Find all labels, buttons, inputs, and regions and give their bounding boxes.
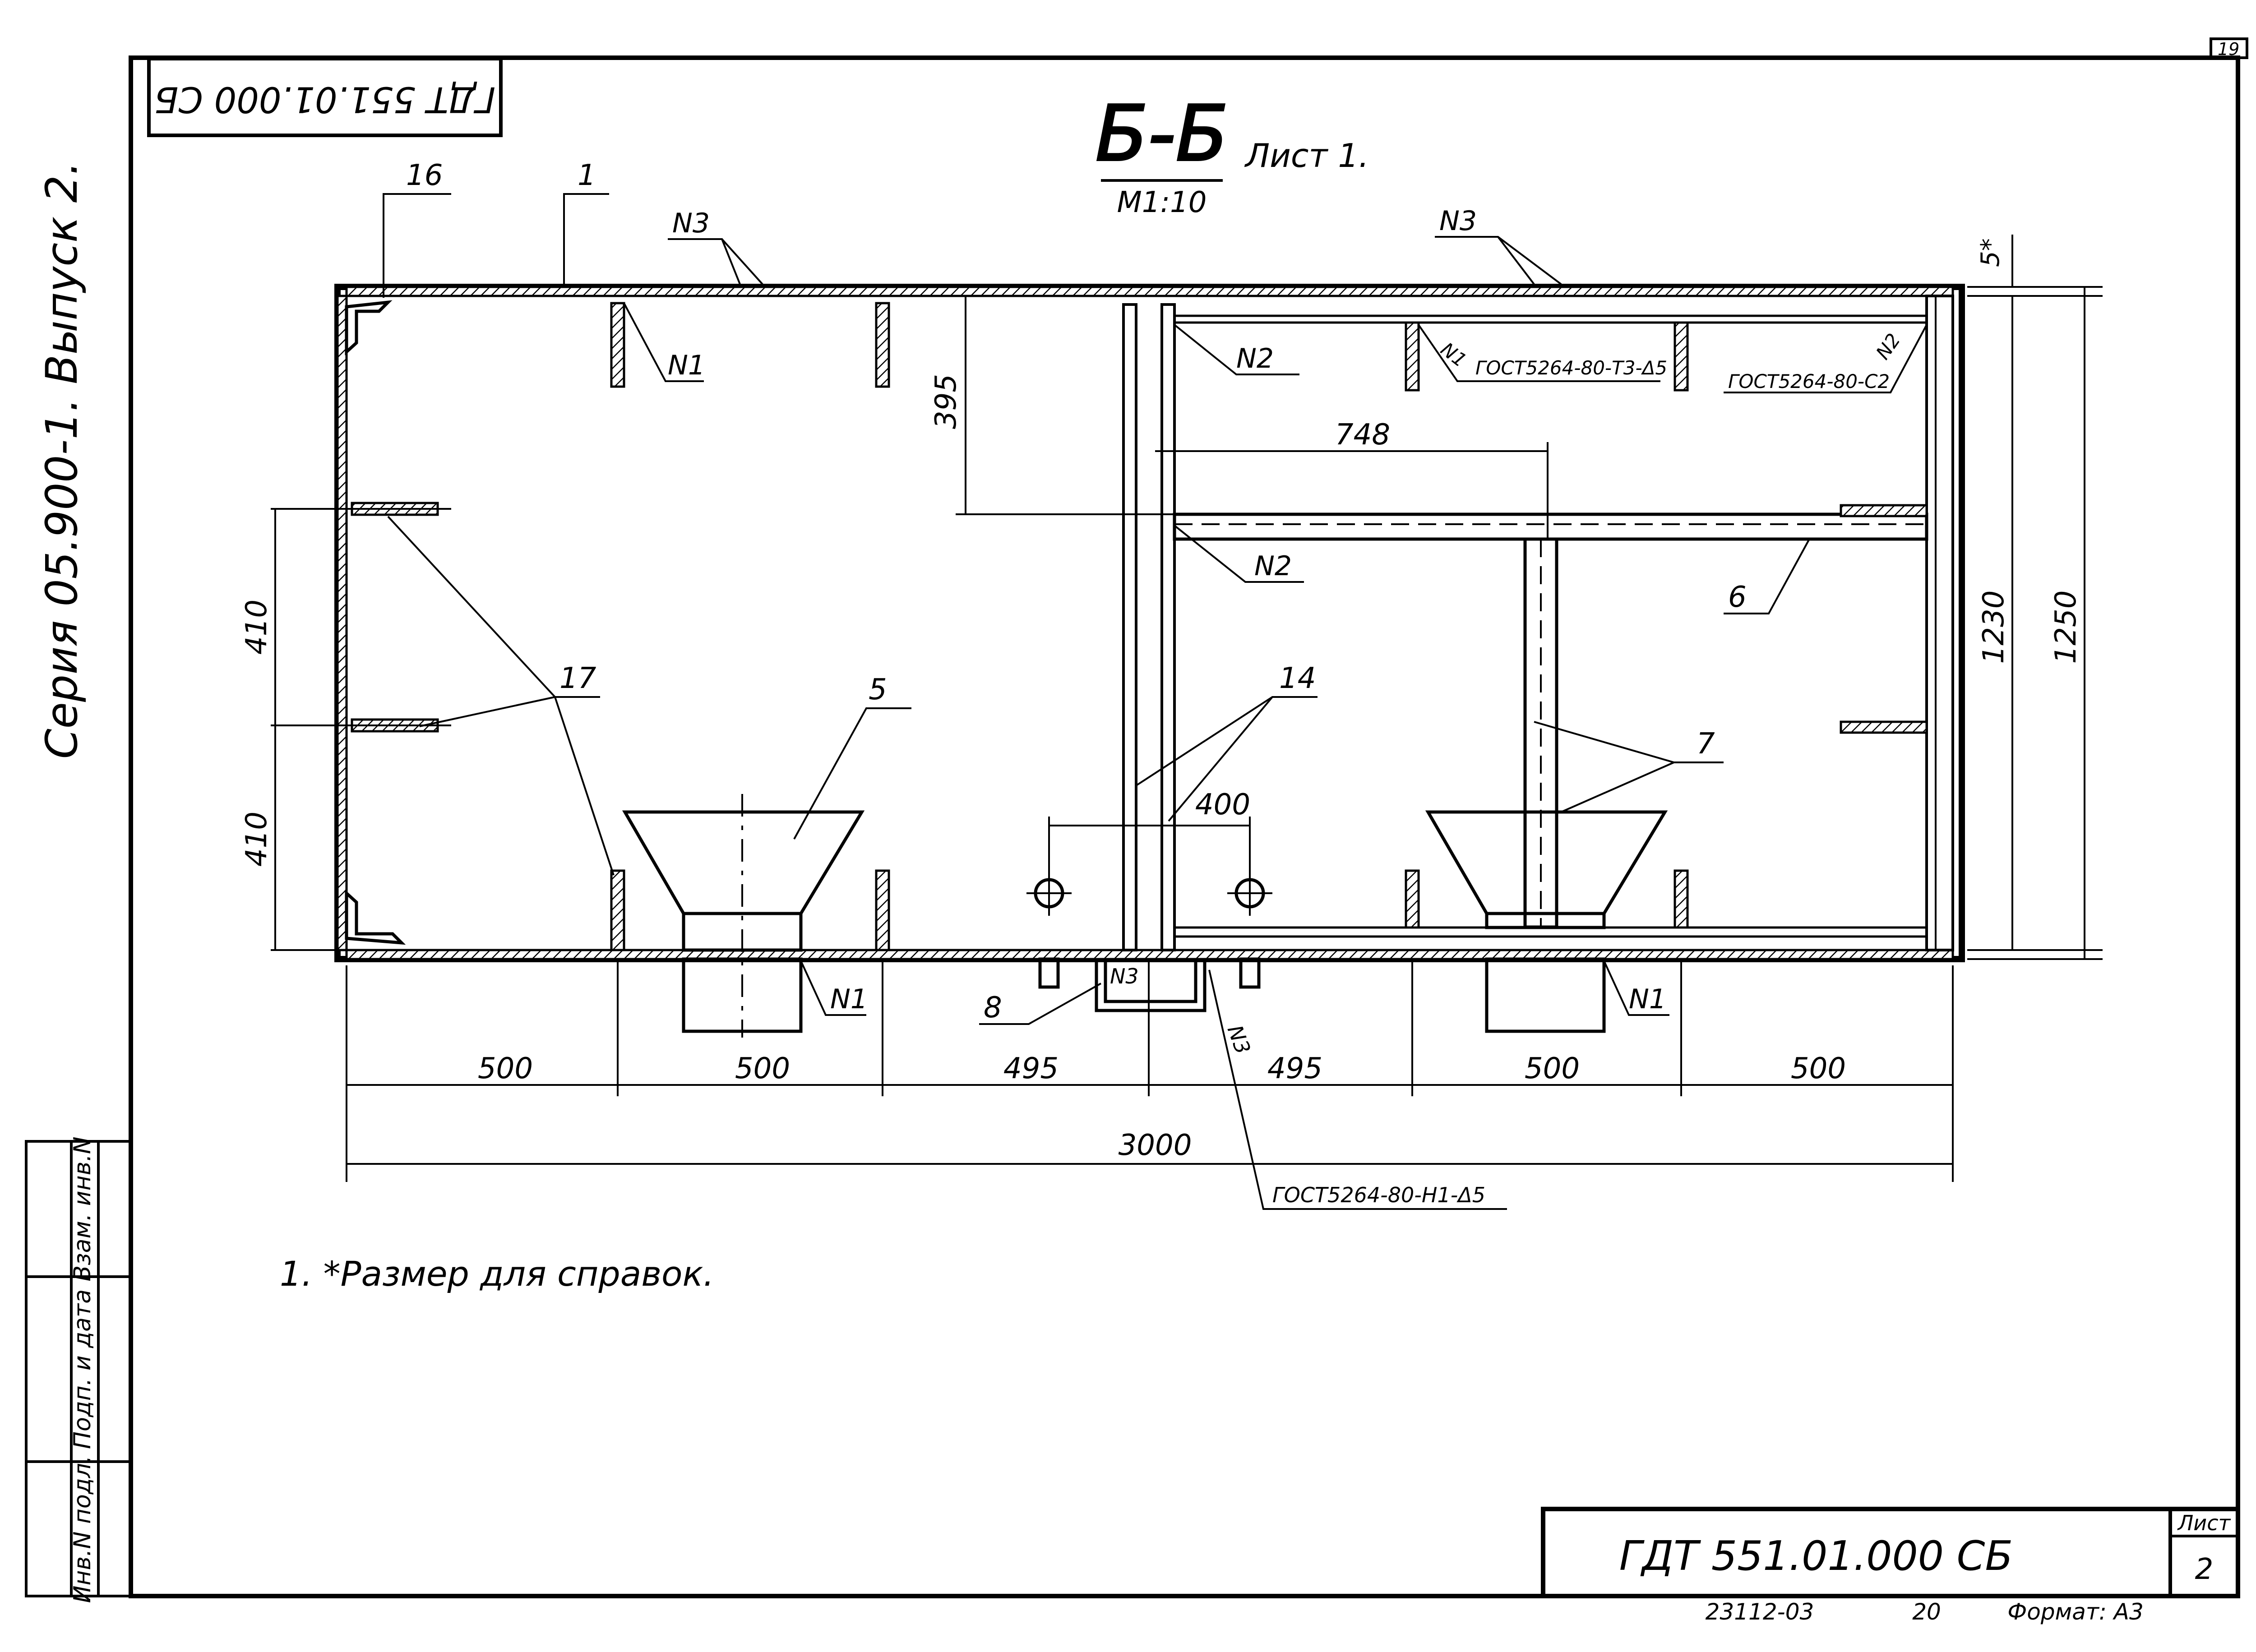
left-wall-bars bbox=[351, 502, 439, 733]
footer-order: 23112-03 bbox=[1706, 1599, 1814, 1625]
top-ribs bbox=[610, 302, 1689, 392]
bracket-8 bbox=[1095, 959, 1207, 1012]
callout-8: 8 bbox=[984, 991, 1002, 1024]
dim-bottom-2: 500 bbox=[735, 1052, 790, 1085]
weld-n1-gost: N1 bbox=[1437, 338, 1471, 371]
container-body bbox=[334, 284, 1965, 962]
hopper-right bbox=[1425, 810, 1668, 1033]
section-title: Б-Б М1:10 Лист 1. bbox=[1095, 88, 1369, 219]
title-designation: ГДТ 551.01.000 СБ bbox=[1619, 1532, 2013, 1580]
section-sheet: Лист 1. bbox=[1244, 137, 1369, 175]
sheet-frame: 19 bbox=[25, 37, 2248, 1598]
section-scale: М1:10 bbox=[1117, 186, 1207, 219]
dim-1250: 1250 bbox=[2049, 591, 2083, 664]
title-sheet-value: 2 bbox=[2195, 1553, 2214, 1586]
footer-format: Формат: А3 bbox=[2007, 1599, 2144, 1625]
callout-16: 16 bbox=[406, 159, 443, 192]
dim-bottom-3: 495 bbox=[1003, 1052, 1059, 1085]
dim-total: 3000 bbox=[1119, 1129, 1192, 1162]
weld-n3-top-left: N3 bbox=[672, 208, 710, 239]
dim-5-ref: 5* bbox=[1976, 238, 2005, 267]
callout-6: 6 bbox=[1728, 581, 1747, 614]
dim-bottom-1: 500 bbox=[478, 1052, 533, 1085]
weld-n1-bottom-right: N1 bbox=[1629, 983, 1666, 1015]
gost-c2: ГОСТ5264-80-С2 bbox=[1728, 370, 1890, 392]
central-partition bbox=[1122, 303, 1176, 951]
weld-n1-top: N1 bbox=[668, 350, 705, 381]
dim-410-top: 410 bbox=[240, 600, 273, 655]
footer: 23112-03 20 Формат: А3 bbox=[1706, 1599, 2144, 1625]
dim-400: 400 bbox=[1195, 788, 1250, 821]
weld-n2-top: N2 bbox=[1236, 343, 1274, 374]
weld-n2-mid: N2 bbox=[1254, 550, 1292, 582]
dim-410-bottom: 410 bbox=[240, 812, 273, 867]
bottom-ribs bbox=[610, 869, 1689, 951]
callouts: 16 1 N3 N3 N1 N2 N1 ГОСТ5264-80-Т3-Δ5 ГО… bbox=[383, 159, 1928, 1210]
dim-395: 395 bbox=[929, 374, 963, 429]
footnote: 1. *Размер для справок. bbox=[280, 1254, 714, 1294]
gost-t3: ГОСТ5264-80-Т3-Δ5 bbox=[1475, 357, 1667, 379]
footer-copy: 20 bbox=[1912, 1599, 1941, 1625]
weld-n2-gost: N2 bbox=[1872, 329, 1905, 364]
stamp-inv-podl: Инв.N подл. bbox=[69, 1455, 96, 1603]
weld-n3-top-right: N3 bbox=[1439, 205, 1477, 237]
gost-h1: ГОСТ5264-80-Н1-Δ5 bbox=[1272, 1183, 1485, 1207]
dim-bottom-5: 500 bbox=[1525, 1052, 1580, 1085]
rotated-designation: ГДТ 551.01.000 СБ bbox=[154, 79, 495, 120]
corner-sheet-number: 19 bbox=[2218, 39, 2239, 59]
dim-1230: 1230 bbox=[1977, 591, 2011, 664]
weld-n3-bottom: N3 bbox=[1110, 964, 1139, 988]
dim-bottom-6: 500 bbox=[1791, 1052, 1846, 1085]
title-sheet-label: Лист bbox=[2177, 1511, 2231, 1535]
hopper-left bbox=[622, 794, 865, 1038]
holes bbox=[1026, 871, 1272, 989]
series-label: Серия 05.900-1. Выпуск 2. bbox=[37, 162, 87, 759]
side-stamp: Инв.N подл. Подп. и дата Взам. инв.N bbox=[26, 1136, 131, 1603]
stamp-podp-data: Подп. и дата bbox=[69, 1289, 96, 1449]
dim-748: 748 bbox=[1335, 418, 1390, 452]
dimensions: 395 748 410 410 400 1230 1250 5* bbox=[240, 235, 2103, 1182]
title-block: ГДТ 551.01.000 СБ Лист 2 bbox=[1541, 1507, 2240, 1598]
right-compartment bbox=[1173, 314, 1928, 938]
rotated-designation-box: ГДТ 551.01.000 СБ bbox=[147, 57, 503, 137]
stamp-vzam-inv: Взам. инв.N bbox=[69, 1136, 96, 1281]
section-label: Б-Б bbox=[1096, 89, 1229, 179]
callout-14: 14 bbox=[1279, 662, 1316, 695]
callout-1: 1 bbox=[578, 159, 596, 192]
callout-7: 7 bbox=[1697, 727, 1715, 761]
weld-n1-bottom-left: N1 bbox=[830, 983, 868, 1015]
callout-17: 17 bbox=[559, 662, 596, 695]
dim-bottom-4: 495 bbox=[1267, 1052, 1322, 1085]
callout-5: 5 bbox=[869, 673, 887, 706]
